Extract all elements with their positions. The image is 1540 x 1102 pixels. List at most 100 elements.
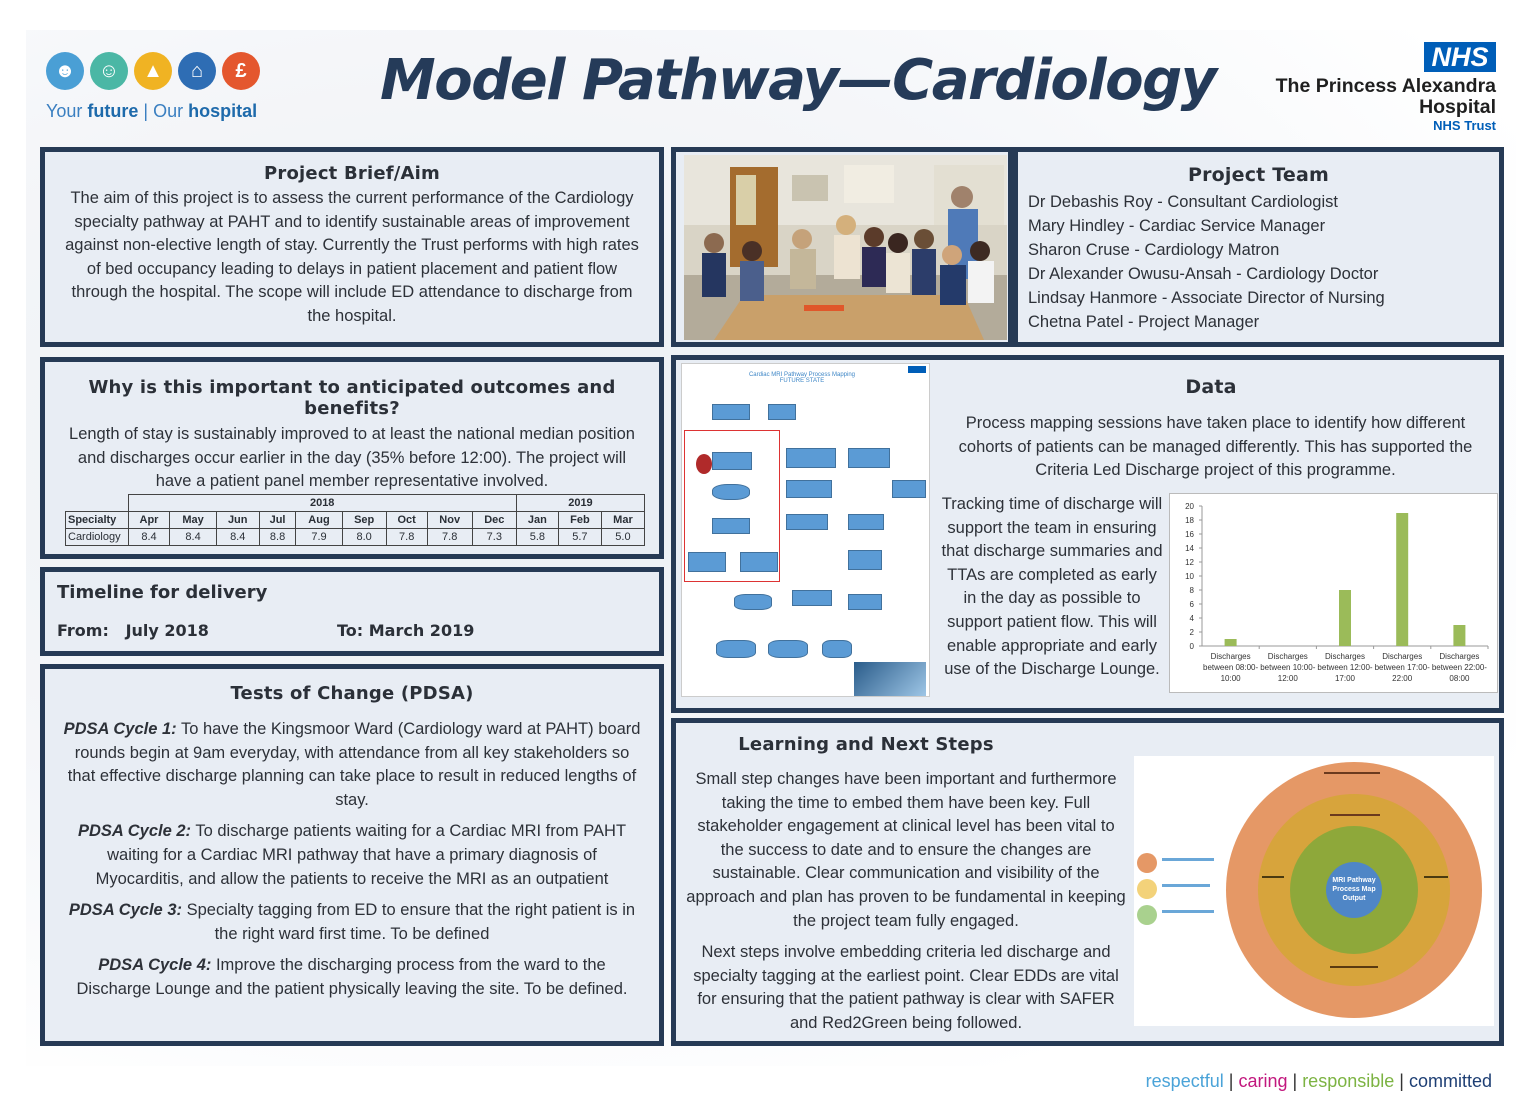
pdsa-cycle: PDSA Cycle 4: Improve the discharging pr… — [76, 956, 628, 998]
y-tick-label: 10 — [1185, 572, 1194, 581]
flow-node — [716, 640, 756, 658]
x-tick-label: between 10:00- — [1260, 663, 1315, 672]
timeline-to: To: March 2019 — [337, 621, 475, 640]
x-tick-label: 12:00 — [1278, 674, 1299, 683]
x-tick-label: 10:00 — [1221, 674, 1242, 683]
x-tick-label: Discharges — [1268, 652, 1308, 661]
diagram-center-label: MRI Pathway Process Map Output — [1332, 877, 1376, 902]
month-header: Apr — [127, 511, 171, 529]
learning-para2: Next steps involve embedding criteria le… — [693, 943, 1119, 1032]
outcomes-heading: Why is this important to anticipated out… — [88, 377, 616, 419]
x-tick-label: between 17:00- — [1375, 663, 1430, 672]
project-brief-text: The aim of this project is to assess the… — [65, 189, 639, 325]
people-icon: ☺ — [90, 52, 128, 90]
flow-node — [822, 640, 852, 658]
table-cell: 7.3 — [471, 528, 517, 546]
project-team-heading: Project Team — [1187, 164, 1330, 186]
table-cell: 8.0 — [341, 528, 387, 546]
trust-name: The Princess Alexandra Hospital — [1275, 75, 1496, 118]
data-tracking: Tracking time of discharge will support … — [941, 495, 1163, 679]
team-photo-panel — [671, 147, 1013, 347]
flow-node — [786, 514, 828, 530]
team-list: Dr Debashis Roy - Consultant Cardiologis… — [1018, 186, 1499, 334]
x-tick-label: between 22:00- — [1432, 663, 1487, 672]
y-tick-label: 14 — [1185, 544, 1194, 553]
chart-icon: ▲ — [134, 52, 172, 90]
chart-bar — [1339, 590, 1351, 646]
values-footer: respectful | caring | responsible | comm… — [1145, 1071, 1492, 1091]
tests-of-change-heading: Tests of Change (PDSA) — [230, 683, 474, 704]
y-tick-label: 2 — [1190, 628, 1195, 637]
pdsa-cycle: PDSA Cycle 3: Specialty tagging from ED … — [68, 901, 636, 943]
flow-node — [712, 484, 750, 500]
year-2018-header: 2018 — [127, 494, 517, 512]
month-header: May — [169, 511, 217, 529]
table-cell: 5.0 — [600, 528, 646, 546]
y-tick-label: 16 — [1185, 530, 1194, 539]
flow-node — [792, 590, 832, 606]
data-heading: Data — [1185, 376, 1237, 398]
month-header: Aug — [295, 511, 343, 529]
month-header: Oct — [385, 511, 428, 529]
month-header: Feb — [557, 511, 602, 529]
y-tick-label: 6 — [1190, 600, 1195, 609]
flow-node — [786, 448, 836, 468]
home-icon: ⌂ — [178, 52, 216, 90]
table-cell: 8.4 — [169, 528, 217, 546]
outcomes-panel: Why is this important to anticipated out… — [40, 357, 664, 559]
flow-node — [740, 552, 778, 572]
project-team-panel: Project Team Dr Debashis Roy - Consultan… — [1013, 147, 1504, 347]
timeline-panel: Timeline for delivery From: July 2018 To… — [40, 567, 664, 656]
y-tick-label: 8 — [1190, 586, 1195, 595]
table-cell: 8.4 — [127, 528, 171, 546]
month-header: Jun — [215, 511, 260, 529]
flow-node — [848, 594, 882, 610]
pdsa-cycle: PDSA Cycle 1: To have the Kingsmoor Ward… — [63, 720, 641, 809]
chart-bar — [1224, 639, 1237, 646]
project-brief-panel: Project Brief/Aim The aim of this projec… — [40, 147, 664, 347]
heart-icon — [696, 454, 712, 474]
table-cell: 5.7 — [557, 528, 602, 546]
mri-scanner-image — [854, 662, 926, 696]
flow-node — [712, 452, 752, 470]
flow-node — [712, 518, 750, 534]
chart-bar — [1396, 513, 1409, 646]
month-header: Jan — [515, 511, 559, 529]
table-cell: 7.9 — [295, 528, 343, 546]
table-cell: 8.4 — [215, 528, 260, 546]
x-tick-label: 08:00 — [1449, 674, 1470, 683]
month-header: Mar — [600, 511, 646, 529]
flow-node — [848, 514, 884, 530]
team-member: Dr Alexander Owusu-Ansah - Cardiology Do… — [1028, 265, 1379, 283]
data-intro: Process mapping sessions have taken plac… — [958, 414, 1473, 480]
flow-node — [786, 480, 832, 498]
specialty-cell: Cardiology — [65, 528, 129, 546]
y-tick-label: 18 — [1185, 516, 1194, 525]
trust-suffix: NHS Trust — [1433, 118, 1496, 133]
y-tick-label: 12 — [1185, 558, 1194, 567]
year-2019-header: 2019 — [515, 494, 646, 512]
x-tick-label: between 08:00- — [1203, 663, 1258, 672]
team-member: Lindsay Hanmore - Associate Director of … — [1028, 289, 1385, 307]
flow-node — [892, 480, 926, 498]
pound-icon: £ — [222, 52, 260, 90]
y-tick-label: 0 — [1190, 642, 1195, 651]
timeline-heading: Timeline for delivery — [57, 582, 268, 603]
flow-node — [768, 404, 796, 420]
team-member: Mary Hindley - Cardiac Service Manager — [1028, 217, 1326, 235]
pdsa-cycle: PDSA Cycle 2: To discharge patients wait… — [77, 822, 627, 888]
month-header: Sep — [341, 511, 387, 529]
flow-highlight — [684, 430, 780, 582]
x-tick-label: Discharges — [1382, 652, 1422, 661]
x-tick-label: 17:00 — [1335, 674, 1356, 683]
hospital-tagline: Your future | Our hospital — [46, 101, 258, 121]
table-cell: 8.8 — [258, 528, 297, 546]
pdsa-list: PDSA Cycle 1: To have the Kingsmoor Ward… — [45, 704, 659, 1002]
hospital-logo-icons: ☻ ☺ ▲ ⌂ £ — [46, 52, 260, 90]
learning-para1: Small step changes have been important a… — [686, 770, 1126, 930]
flow-node — [768, 640, 808, 658]
outcomes-text: Length of stay is sustainably improved t… — [69, 425, 635, 491]
x-tick-label: Discharges — [1439, 652, 1479, 661]
